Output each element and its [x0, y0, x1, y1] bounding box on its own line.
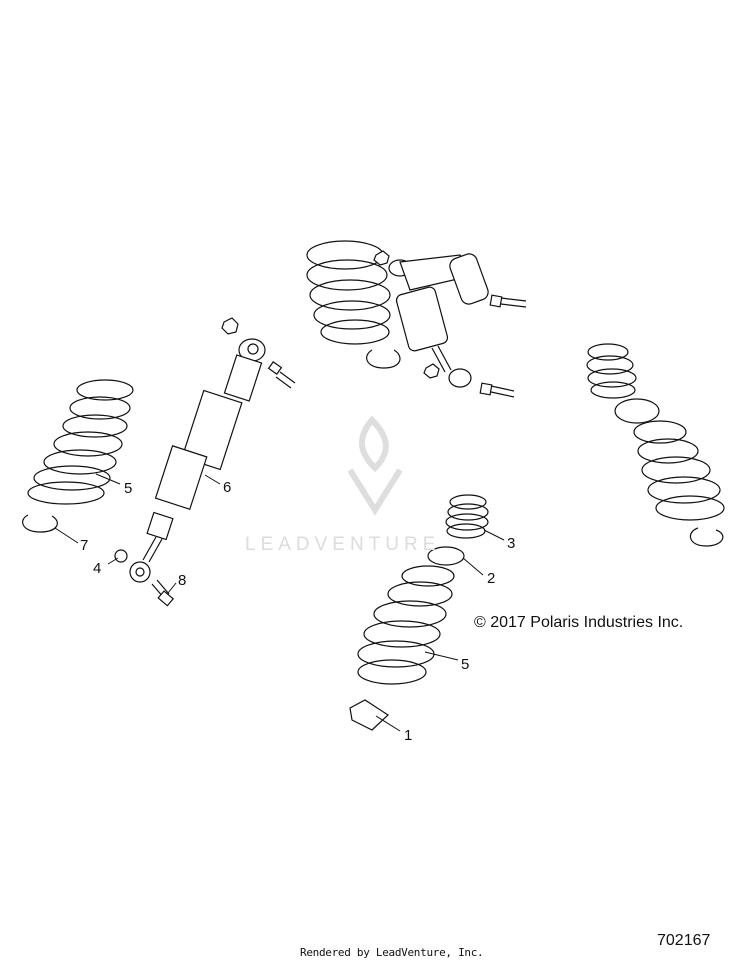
rendered-by-footer: Rendered by LeadVenture, Inc.	[300, 946, 484, 959]
figure-number: 702167	[657, 932, 711, 949]
callout-4: 4	[93, 560, 102, 577]
washer	[114, 549, 128, 563]
spring-clip	[22, 514, 58, 533]
center-top-shock	[388, 253, 489, 388]
center-main-spring	[357, 565, 455, 685]
bolt-center-upper	[489, 294, 527, 308]
right-main-spring	[633, 420, 725, 521]
nut-top	[221, 317, 239, 335]
right-spacer	[614, 398, 660, 424]
nut-center-mid	[423, 363, 440, 379]
center-top-spring	[306, 240, 391, 345]
leader-lines	[54, 473, 505, 732]
left-spring	[27, 379, 134, 505]
leadventure-watermark-logo	[347, 415, 403, 516]
left-shock-absorber	[129, 338, 266, 583]
spring-adapter	[427, 546, 465, 566]
watermark-text: LEADVENTURE	[245, 534, 441, 555]
bolt-bottom-left	[151, 579, 175, 607]
bolt-center-lower	[479, 382, 515, 398]
callout-3: 3	[507, 535, 516, 552]
right-tender-spring	[586, 343, 637, 399]
callout-6: 6	[223, 479, 232, 496]
copyright-notice: © 2017 Polaris Industries Inc.	[474, 614, 684, 631]
callout-5-left: 5	[124, 480, 133, 497]
center-top-clip	[366, 349, 401, 369]
callout-8: 8	[178, 572, 187, 589]
callout-2: 2	[487, 570, 496, 587]
spring-seat	[349, 699, 389, 731]
nut-center-top	[373, 250, 390, 266]
bolt-top-left	[267, 361, 296, 389]
center-tender-spring	[445, 494, 489, 539]
callout-5-center: 5	[461, 656, 470, 673]
right-clip	[689, 527, 724, 547]
callout-7: 7	[80, 537, 89, 554]
callout-1: 1	[404, 727, 413, 744]
